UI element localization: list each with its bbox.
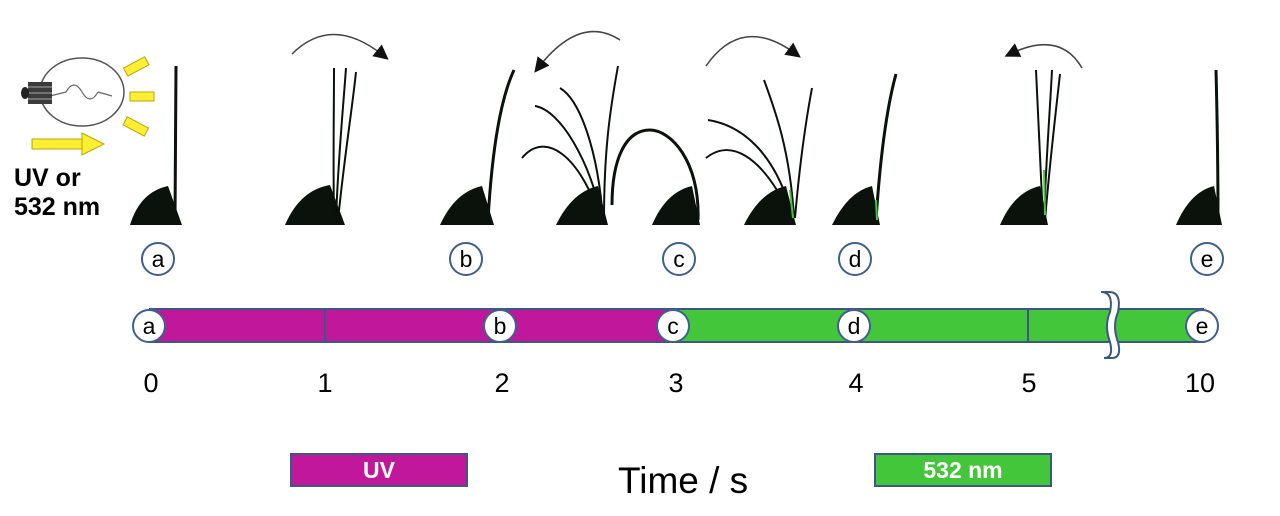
bend-arrow-4	[1004, 43, 1083, 69]
stage-label-c: c	[662, 242, 696, 276]
strip-intermediate-1	[285, 67, 357, 225]
stage-label-d: d	[838, 242, 872, 276]
green-interval	[674, 308, 1204, 343]
timeline-marker-c: c	[656, 309, 690, 343]
strip-stage-b	[440, 69, 516, 225]
legend-532nm: 532 nm	[874, 453, 1052, 487]
stage-label-b: b	[449, 242, 483, 276]
strip-intermediate-2	[521, 65, 619, 225]
strip-intermediate-3	[705, 79, 813, 225]
timeline-marker-e: e	[1185, 309, 1219, 343]
bend-arrow-1	[291, 33, 389, 60]
light-source-line1: UV or	[14, 164, 81, 192]
tick-label-2: 2	[494, 368, 510, 398]
light-direction-arrow	[31, 132, 106, 156]
tick-label-5: 5	[1021, 368, 1037, 398]
axis-break	[1100, 291, 1121, 359]
light-bulb-icon	[21, 57, 125, 127]
bend-arrow-3	[705, 35, 801, 67]
tick-label-4: 4	[848, 368, 864, 398]
legend-uv: UV	[290, 453, 468, 487]
tick-label-10: 10	[1184, 368, 1216, 398]
strip-stage-e	[1176, 69, 1222, 225]
light-source-line2: 532 nm	[14, 193, 101, 221]
tick-label-3: 3	[668, 368, 684, 398]
timeline-marker-b: b	[483, 309, 517, 343]
stage-label-e: e	[1190, 242, 1224, 276]
light-rays	[122, 56, 155, 137]
stage-label-a: a	[141, 242, 175, 276]
strip-intermediate-4	[1000, 69, 1061, 225]
timeline-marker-d: d	[837, 309, 871, 343]
time-axis-title: Time / s	[618, 460, 749, 501]
strip-stage-d	[832, 73, 898, 225]
strip-stage-c	[610, 128, 700, 225]
light-source-label: UV or 532 nm	[14, 164, 100, 222]
tick-label-0: 0	[143, 368, 159, 398]
tick-label-1: 1	[317, 368, 333, 398]
timeline-marker-a: a	[132, 309, 166, 343]
bend-arrow-2	[534, 30, 621, 73]
strip-stage-a	[130, 65, 182, 225]
uv-interval	[149, 308, 676, 343]
